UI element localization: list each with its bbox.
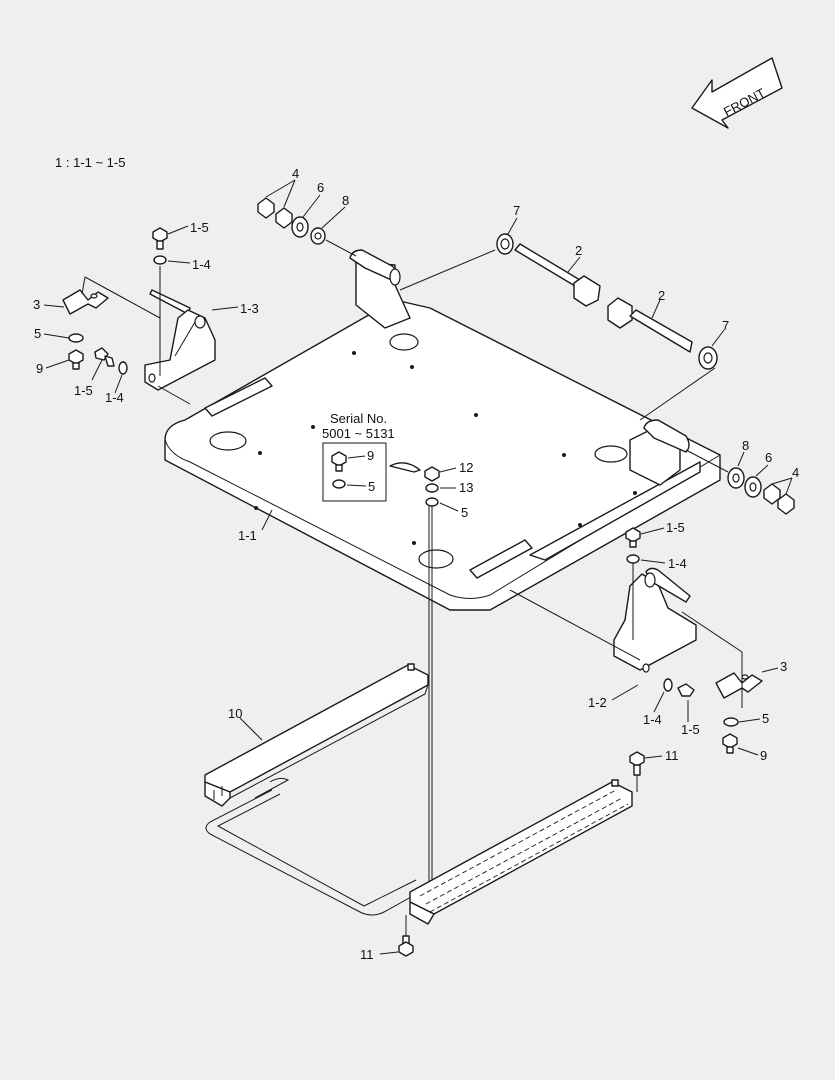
label-5-serial: 5 [368, 479, 375, 494]
label-1-5-left-side: 1-5 [74, 383, 93, 398]
label-9-serial: 9 [367, 448, 374, 463]
slide-rail-left [204, 663, 429, 807]
label-8-top: 8 [342, 193, 349, 208]
label-3-right: 3 [780, 659, 787, 674]
label-9-left: 9 [36, 361, 43, 376]
slide-rail-right [409, 779, 633, 925]
serial-title: Serial No. [330, 411, 387, 426]
label-11-bottom: 11 [360, 947, 374, 962]
label-1-5-right-top: 1-5 [666, 520, 685, 535]
label-1-5-left-top: 1-5 [190, 220, 209, 235]
right-bracket-1-2 [509, 567, 697, 673]
label-2-mid: 2 [658, 288, 665, 303]
washer-5-right [723, 717, 739, 727]
label-1-4-left-top: 1-4 [192, 257, 211, 272]
bolt-1-5-right-top [625, 527, 641, 548]
serial-pointer-arrow [389, 462, 421, 473]
washer-1-4-left [118, 361, 128, 375]
bolt-9-left [68, 349, 84, 370]
bolt-11-bottom [398, 915, 414, 957]
washer-1-4-right-low [663, 678, 673, 692]
label-1-5-right-low: 1-5 [681, 722, 700, 737]
serial-range: 5001 ~ 5131 [322, 426, 395, 441]
label-5-left: 5 [34, 326, 41, 341]
bolt-1-5-left-side [94, 347, 115, 367]
label-1-4-right-top: 1-4 [668, 556, 687, 571]
serial-inset-box [322, 442, 387, 502]
shaft-front [607, 297, 718, 421]
bolt-9-right [722, 733, 738, 754]
label-7-mid: 7 [722, 318, 729, 333]
label-11-top: 11 [665, 748, 679, 763]
washer-5-center [425, 497, 439, 507]
label-2-top: 2 [575, 243, 582, 258]
plate-3-right [681, 611, 763, 708]
washer-1-4-right-top [626, 554, 640, 564]
label-1-4-left-side: 1-4 [105, 390, 124, 405]
label-7-top: 7 [513, 203, 520, 218]
hardware-right [685, 449, 795, 515]
label-5-right: 5 [762, 711, 769, 726]
label-13: 13 [459, 480, 473, 495]
bolt-9-serial [331, 451, 347, 472]
label-1-2: 1-2 [588, 695, 607, 710]
label-10: 10 [228, 706, 242, 721]
label-4-top: 4 [292, 166, 299, 181]
washer-5-serial [332, 479, 346, 489]
label-1-1: 1-1 [238, 528, 257, 543]
left-bracket-1-3 [144, 289, 216, 405]
shaft-rear [399, 233, 601, 307]
washer-5-left [68, 333, 84, 343]
label-4-right: 4 [792, 465, 799, 480]
bolt-11-top [629, 751, 645, 792]
base-plate [164, 299, 721, 611]
washer-13 [425, 483, 439, 493]
label-1-4-right-low: 1-4 [643, 712, 662, 727]
label-8-right: 8 [742, 438, 749, 453]
label-3-left: 3 [33, 297, 40, 312]
bolt-1-5-right-low [677, 683, 695, 697]
nut-12 [424, 466, 440, 482]
label-6-top: 6 [317, 180, 324, 195]
right-hinge-bracket [629, 419, 690, 486]
header-note: 1 : 1-1 ~ 1-5 [55, 155, 125, 170]
label-9-right: 9 [760, 748, 767, 763]
bolt-1-5-left-top [152, 227, 168, 376]
adjust-bar [205, 789, 421, 916]
plate-3-left [62, 276, 161, 319]
front-arrow-icon: FRONT [691, 57, 783, 129]
label-12: 12 [459, 460, 473, 475]
rear-hinge-bracket [349, 249, 411, 329]
label-6-right: 6 [765, 450, 772, 465]
label-1-3: 1-3 [240, 301, 259, 316]
hardware-rear-left [257, 197, 357, 257]
label-5-center: 5 [461, 505, 468, 520]
